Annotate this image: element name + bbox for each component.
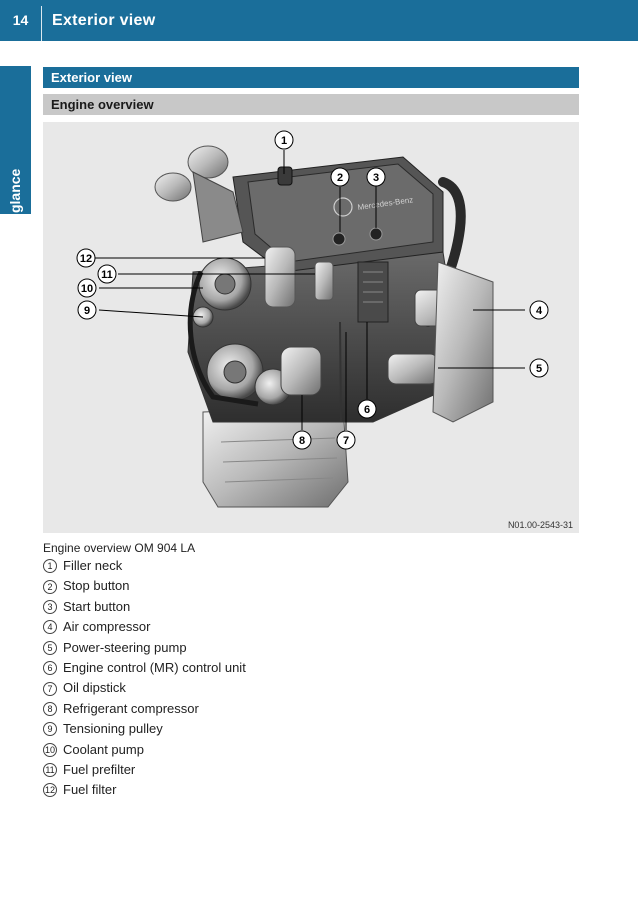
engine-figure: Mercedes-Benz	[43, 122, 579, 533]
legend-item: 12 Fuel filter	[43, 780, 246, 800]
legend-item: 5 Power-steering pump	[43, 638, 246, 658]
start-button-part	[369, 227, 383, 241]
legend-label: Power-steering pump	[63, 639, 187, 655]
legend-number: 7	[43, 681, 57, 696]
callout-11: 11	[97, 264, 117, 284]
star-emblem	[333, 197, 353, 217]
legend-label: Stop button	[63, 578, 130, 594]
callout-4: 4	[529, 300, 549, 320]
callout-7: 7	[336, 430, 356, 450]
legend-label: Air compressor	[63, 619, 151, 635]
legend-item: 4 Air compressor	[43, 617, 246, 637]
fuel-filter-part	[264, 246, 296, 308]
legend-item: 9 Tensioning pulley	[43, 719, 246, 739]
chapter-title: Exterior view	[52, 12, 156, 29]
stop-button-part	[332, 232, 346, 246]
legend-label: Tensioning pulley	[63, 721, 163, 737]
svg-text:7: 7	[343, 435, 349, 447]
section-title: Exterior view	[43, 67, 579, 88]
svg-text:2: 2	[337, 172, 343, 184]
callout-12: 12	[76, 248, 96, 268]
svg-text:1: 1	[281, 135, 287, 147]
section-subtitle: Engine overview	[43, 94, 579, 115]
legend-number: 3	[43, 599, 57, 614]
callout-6: 6	[357, 399, 377, 419]
legend-item: 8 Refrigerant compressor	[43, 699, 246, 719]
legend-number: 9	[43, 722, 57, 737]
refrigerant-compressor-part	[280, 346, 322, 396]
svg-text:9: 9	[84, 305, 90, 317]
legend-item: 1 Filler neck	[43, 556, 246, 576]
legend-label: Fuel filter	[63, 782, 117, 798]
svg-text:12: 12	[80, 253, 92, 265]
figure-caption: Engine overview OM 904 LA	[43, 541, 196, 555]
legend-item: 10 Coolant pump	[43, 740, 246, 760]
legend-number: 2	[43, 579, 57, 594]
legend-item: 11 Fuel prefilter	[43, 760, 246, 780]
legend-label: Start button	[63, 598, 131, 614]
legend-number: 11	[43, 763, 57, 778]
callout-5: 5	[529, 358, 549, 378]
legend-number: 5	[43, 640, 57, 655]
callout-9: 9	[77, 300, 97, 320]
svg-text:10: 10	[81, 283, 93, 295]
legend-number: 12	[43, 783, 57, 798]
legend-number: 4	[43, 620, 57, 635]
legend-label: Oil dipstick	[63, 680, 126, 696]
legend-number: 8	[43, 701, 57, 716]
legend-label: Fuel prefilter	[63, 761, 136, 777]
callout-1: 1	[274, 130, 294, 150]
legend-label: Engine control (MR) control unit	[63, 659, 246, 675]
svg-text:3: 3	[373, 172, 379, 184]
legend-item: 3 Start button	[43, 597, 246, 617]
fuel-prefilter-part	[314, 261, 334, 301]
power-steering-pump-part	[387, 353, 439, 385]
callout-2: 2	[330, 167, 350, 187]
header-divider	[41, 6, 42, 41]
legend-label: Filler neck	[63, 558, 123, 573]
callout-8: 8	[292, 430, 312, 450]
callout-markers: 1 2 3 4 5 6 7 8 9 10 11 12	[76, 130, 549, 450]
legend-number: 6	[43, 661, 57, 676]
page-number: 14	[12, 12, 29, 28]
legend-number: 1	[43, 559, 57, 574]
legend-item: 7 Oil dipstick	[43, 678, 246, 698]
side-tab[interactable]: At a glance	[0, 66, 31, 243]
svg-text:5: 5	[536, 363, 542, 375]
svg-text:4: 4	[536, 305, 543, 317]
svg-text:11: 11	[101, 269, 113, 281]
side-tab-label: At a glance	[7, 168, 23, 244]
callout-10: 10	[77, 278, 97, 298]
callout-3: 3	[366, 167, 386, 187]
legend-label: Coolant pump	[63, 741, 144, 757]
figure-code: N01.00-2543-31	[507, 520, 573, 530]
filler-neck-part	[277, 166, 293, 186]
header-bar	[0, 0, 638, 41]
engine-illustration: Mercedes-Benz	[76, 130, 549, 508]
svg-text:6: 6	[364, 404, 370, 416]
legend-number: 10	[43, 742, 57, 757]
legend-label: Refrigerant compressor	[63, 700, 199, 716]
legend-item: 6 Engine control (MR) control unit	[43, 658, 246, 678]
legend-item: 2 Stop button	[43, 576, 246, 596]
svg-text:8: 8	[299, 435, 305, 447]
